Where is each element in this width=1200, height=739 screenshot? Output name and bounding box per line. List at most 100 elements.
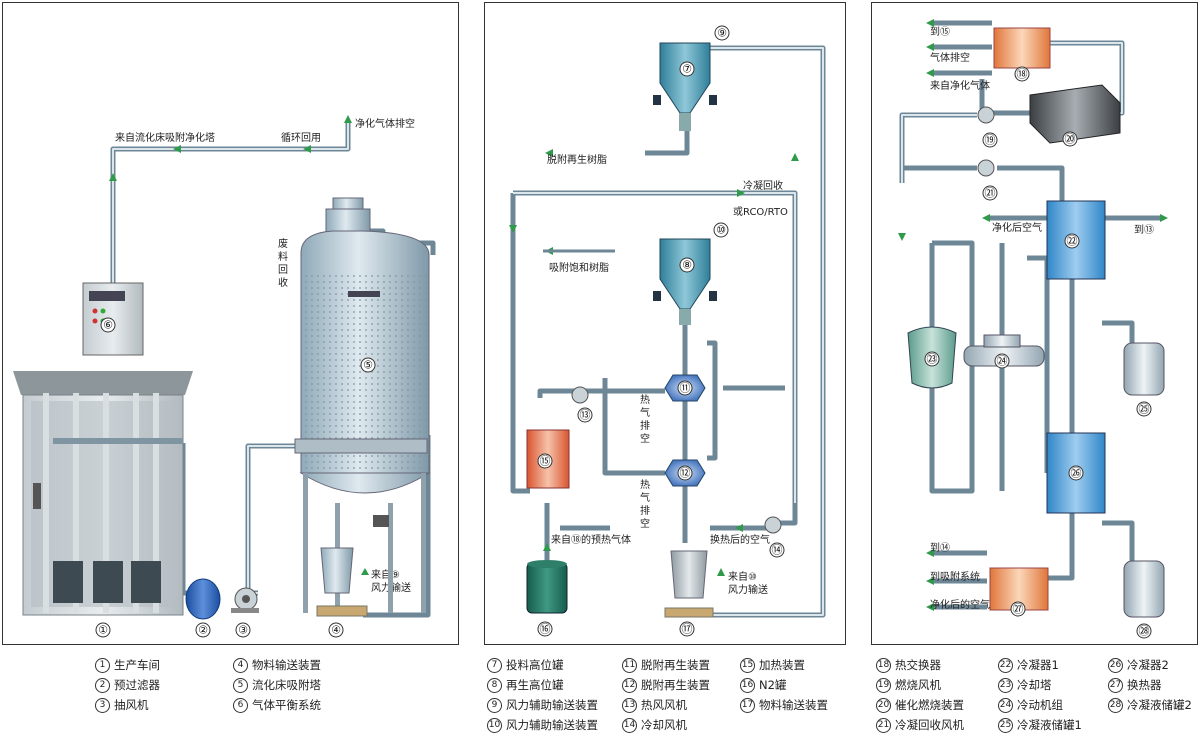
label-rco: 或RCO/RTO — [733, 206, 788, 218]
regen-hopper — [653, 238, 717, 325]
svg-text:⑥: ⑥ — [103, 319, 113, 332]
label-to14: 到⑭ — [930, 542, 950, 554]
legend-text: 风力辅助输送装置 — [506, 718, 598, 732]
label-hot-exhaust-1: 热 气 排 空 — [640, 393, 650, 445]
legend-text: 换热器 — [1127, 678, 1162, 692]
material-conveyor — [316, 547, 368, 617]
legend-text: 热风风机 — [641, 698, 687, 712]
svg-text:气: 气 — [640, 406, 650, 419]
legend-item: 27 换热器 — [1108, 675, 1162, 695]
production-workshop — [13, 371, 193, 616]
legend-number: 5 — [233, 678, 248, 693]
legend-text: 催化燃烧装置 — [895, 698, 964, 712]
legend-number: 26 — [1108, 658, 1123, 673]
svg-text:⑰: ⑰ — [682, 623, 693, 636]
svg-text:排: 排 — [640, 419, 650, 432]
svg-text:㉕: ㉕ — [1139, 403, 1150, 416]
legend-text: 流化床吸附塔 — [252, 678, 321, 692]
legend-text: 抽风机 — [114, 698, 149, 712]
legend-text: 冷凝液储罐1 — [1017, 718, 1082, 732]
label-to15: 到⑮ — [930, 26, 950, 38]
hot-air-fan — [571, 386, 589, 404]
diagram-adsorption: 净化气体排空 来自流化床吸附净化塔 循环回用 废 料 回 收 来自⑨ 风力输送 — [13, 115, 436, 638]
legend-number: 17 — [740, 698, 755, 713]
svg-text:排: 排 — [640, 504, 650, 517]
legend-number: 23 — [998, 678, 1013, 693]
svg-text:废: 废 — [278, 237, 288, 250]
legend-number: 28 — [1108, 698, 1123, 713]
svg-text:收: 收 — [278, 276, 288, 289]
material-conveyor-17 — [664, 550, 714, 618]
panel-condensation-system: 到⑮ 气体排空 来自净化气体 净化后空气 到⑬ 到⑭ 到吸附系统 净化后的空气 — [871, 2, 1198, 645]
exhaust-fan — [231, 587, 259, 613]
legend-number: 7 — [487, 658, 502, 673]
legend-text: 热交换器 — [895, 658, 941, 672]
svg-text:料: 料 — [278, 250, 288, 263]
legend-text: 物料输送装置 — [252, 658, 321, 672]
legend-number: 27 — [1108, 678, 1123, 693]
svg-text:⑤: ⑤ — [363, 359, 373, 372]
n2-tank — [526, 560, 568, 614]
feed-hopper — [653, 42, 717, 131]
equipment-numbers-2: ⑦ ⑧ ⑨ ⑩ ⑪ ⑫ ⑬ ⑭ ⑮ ⑯ ⑰ — [537, 25, 785, 637]
svg-text:热: 热 — [640, 478, 650, 491]
svg-text:⑫: ⑫ — [680, 467, 691, 480]
svg-text:回: 回 — [278, 264, 288, 276]
svg-text:⑩: ⑩ — [716, 224, 726, 237]
panel-adsorption-system: 净化气体排空 来自流化床吸附净化塔 循环回用 废 料 回 收 来自⑨ 风力输送 — [2, 2, 459, 645]
svg-text:⑳: ⑳ — [1065, 133, 1076, 146]
legend-text: 冷凝液储罐2 — [1127, 698, 1192, 712]
legend-number: 25 — [998, 718, 1013, 733]
legend-number: 12 — [622, 678, 637, 693]
svg-text:②: ② — [198, 624, 208, 637]
legend-item: 28 冷凝液储罐2 — [1108, 695, 1192, 715]
svg-text:空: 空 — [640, 432, 650, 445]
legend-number: 16 — [740, 678, 755, 693]
svg-text:㉑: ㉑ — [985, 187, 996, 200]
diagram-desorption: 脱附再生树脂 冷凝回收 或RCO/RTO 吸附饱和树脂 热 气 排 空 热 气 … — [509, 25, 826, 637]
legend-text: 冷凝回收风机 — [895, 718, 964, 732]
legend-item: 14 冷却风机 — [622, 715, 687, 735]
panel-desorption-system: 脱附再生树脂 冷凝回收 或RCO/RTO 吸附饱和树脂 热 气 排 空 热 气 … — [484, 2, 846, 645]
legend-number: 22 — [998, 658, 1013, 673]
svg-text:热: 热 — [640, 393, 650, 406]
legend-number: 8 — [487, 678, 502, 693]
legend-text: 脱附再生装置 — [641, 658, 710, 672]
svg-text:③: ③ — [238, 624, 248, 637]
legend-text: 风力辅助输送装置 — [506, 698, 598, 712]
legend-text: 燃烧风机 — [895, 678, 941, 692]
legend-number: 18 — [876, 658, 891, 673]
label-recycle: 循环回用 — [281, 131, 321, 144]
legend-text: 冷却风机 — [641, 718, 687, 732]
legend-number: 14 — [622, 718, 637, 733]
legend-text: N2罐 — [759, 678, 787, 692]
legend-text: 冷凝器2 — [1127, 658, 1169, 672]
label-condense-recover: 冷凝回收 — [743, 179, 783, 192]
legend-item: 18 热交换器 — [876, 655, 941, 675]
legend-number: 3 — [95, 698, 110, 713]
legend-text: 气体平衡系统 — [252, 698, 321, 712]
svg-text:⑧: ⑧ — [682, 259, 692, 272]
equipment-numbers-3: ⑱ ⑲ ⑳ ㉑ ㉒ ㉓ ㉔ ㉕ ㉖ ㉗ ㉘ — [924, 66, 1152, 639]
svg-text:⑬: ⑬ — [580, 409, 591, 422]
condense-fan — [977, 159, 995, 177]
label-waste-return: 废 料 回 收 — [278, 237, 288, 289]
combustion-fan — [977, 106, 995, 124]
legend-text: 加热装置 — [759, 658, 805, 672]
